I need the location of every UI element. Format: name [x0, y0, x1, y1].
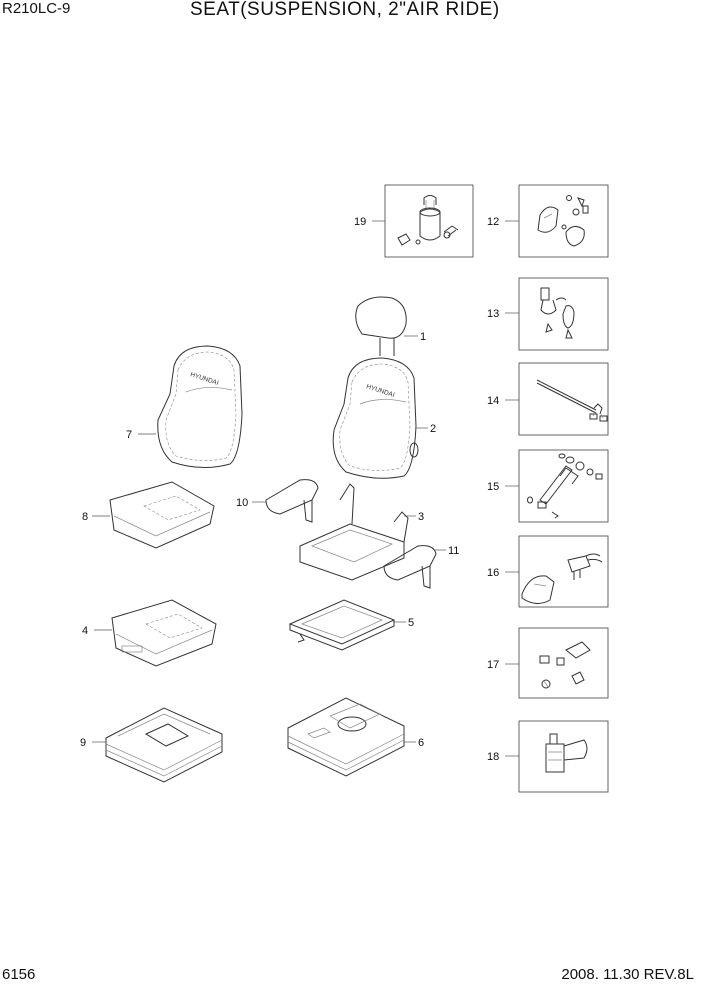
- callout-5: 5: [408, 617, 414, 629]
- detail-box-14: 14: [487, 362, 609, 436]
- headrest-part-1: 1: [355, 296, 426, 356]
- callout-7: 7: [126, 429, 132, 441]
- revision-date: 2008. 11.30 REV.8L: [561, 966, 694, 983]
- callout-13: 13: [487, 308, 499, 320]
- detail-box-18: 18: [487, 720, 609, 793]
- callout-3: 3: [418, 511, 424, 523]
- callout-4: 4: [82, 625, 88, 637]
- detail-box-12: 12: [487, 184, 609, 258]
- callout-10: 10: [236, 497, 248, 509]
- page-title: SEAT(SUSPENSION, 2"AIR RIDE): [190, 0, 500, 20]
- detail-box-19: 19: [354, 184, 474, 258]
- detail-box-17: 17: [487, 627, 609, 699]
- callout-16: 16: [487, 567, 499, 579]
- air-suspension-part-6: 6: [287, 697, 424, 777]
- cushion-part-4: 4: [82, 599, 217, 667]
- seat-back-part-2: HYUNDAI 2: [332, 357, 436, 479]
- callout-11: 11: [448, 545, 459, 557]
- brand-mark-back: HYUNDAI: [365, 383, 395, 399]
- page-number: 6156: [2, 966, 36, 983]
- callout-18: 18: [487, 751, 499, 763]
- callout-1: 1: [420, 331, 426, 343]
- detail-box-13: 13: [487, 277, 609, 351]
- callout-6: 6: [418, 737, 424, 749]
- armrest-left-part-10: 10: [236, 479, 319, 523]
- callout-14: 14: [487, 395, 499, 407]
- callout-8: 8: [82, 511, 88, 523]
- callout-19: 19: [354, 216, 366, 228]
- model-code: R210LC-9: [2, 0, 71, 17]
- callout-12: 12: [487, 216, 499, 228]
- callout-2: 2: [430, 423, 436, 435]
- slide-rail-part-5: 5: [288, 599, 414, 651]
- seat-back-cover-part-7: HYUNDAI 7: [126, 345, 243, 468]
- detail-box-15: 15: [487, 449, 609, 523]
- callout-9: 9: [80, 737, 86, 749]
- detail-box-16: 16: [487, 535, 609, 608]
- cushion-cover-part-8: 8: [82, 481, 215, 549]
- armrest-right-part-11: 11: [383, 545, 459, 589]
- seat-frame-part-3: 3: [299, 483, 424, 581]
- brand-mark-cover: HYUNDAI: [189, 371, 219, 387]
- suspension-base-part-9: 9: [80, 707, 223, 783]
- callout-15: 15: [487, 481, 499, 493]
- callout-17: 17: [487, 659, 499, 671]
